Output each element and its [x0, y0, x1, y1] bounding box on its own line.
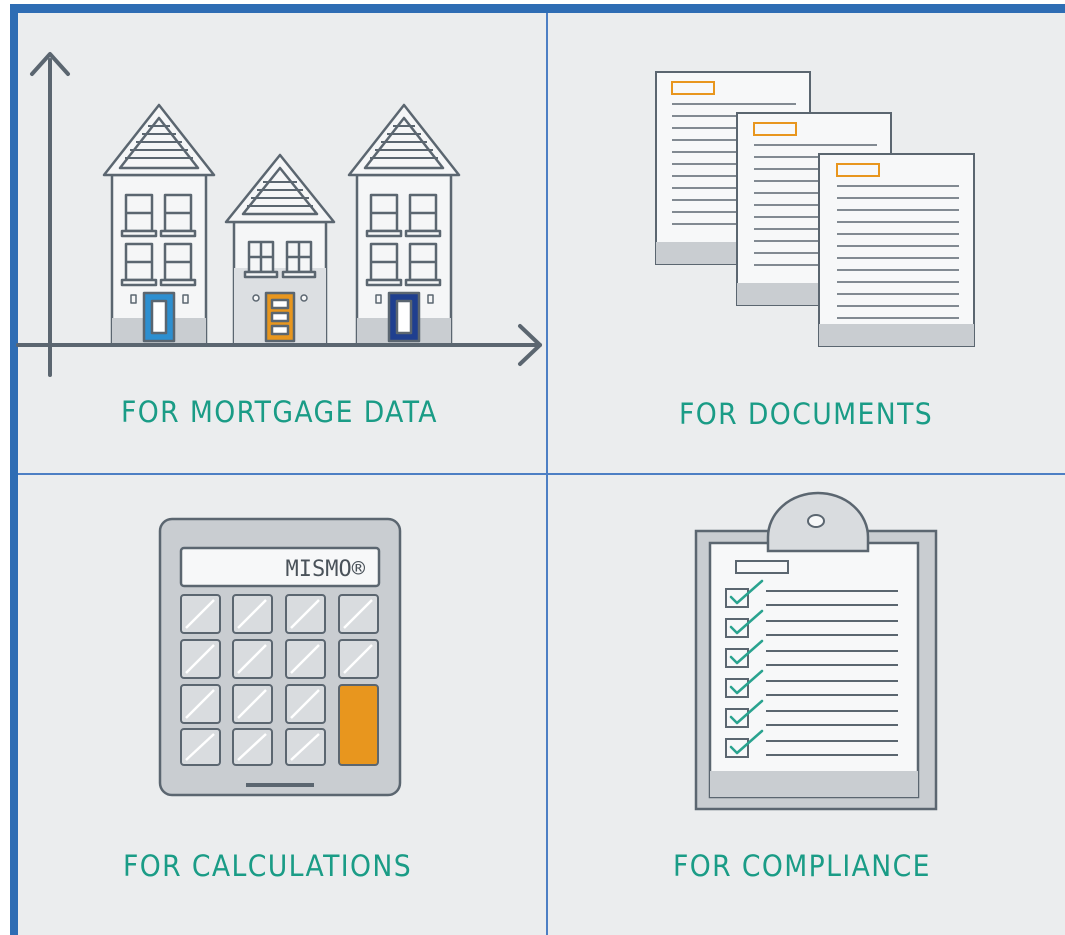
panel-mortgage-data: FOR MORTGAGE DATA	[0, 0, 546, 473]
calculations-label: FOR CALCULATIONS	[123, 849, 413, 883]
calculator-icon: MISMO®	[158, 517, 402, 797]
calculator-display-text: MISMO®	[286, 557, 366, 582]
left-border	[10, 4, 18, 935]
panel-compliance: FOR COMPLIANCE	[548, 475, 1065, 935]
houses-chart-icon	[16, 52, 542, 377]
clipboard-checklist-icon	[694, 491, 938, 811]
documents-label: FOR DOCUMENTS	[679, 397, 934, 431]
top-border	[10, 4, 1065, 13]
panel-documents: FOR DOCUMENTS	[548, 0, 1065, 473]
mortgage-data-label: FOR MORTGAGE DATA	[121, 395, 438, 429]
panel-calculations: MISMO® FOR CALCULATIONS	[0, 475, 546, 935]
compliance-label: FOR COMPLIANCE	[673, 849, 931, 883]
documents-icon	[655, 71, 975, 347]
horizontal-divider	[18, 473, 1065, 475]
